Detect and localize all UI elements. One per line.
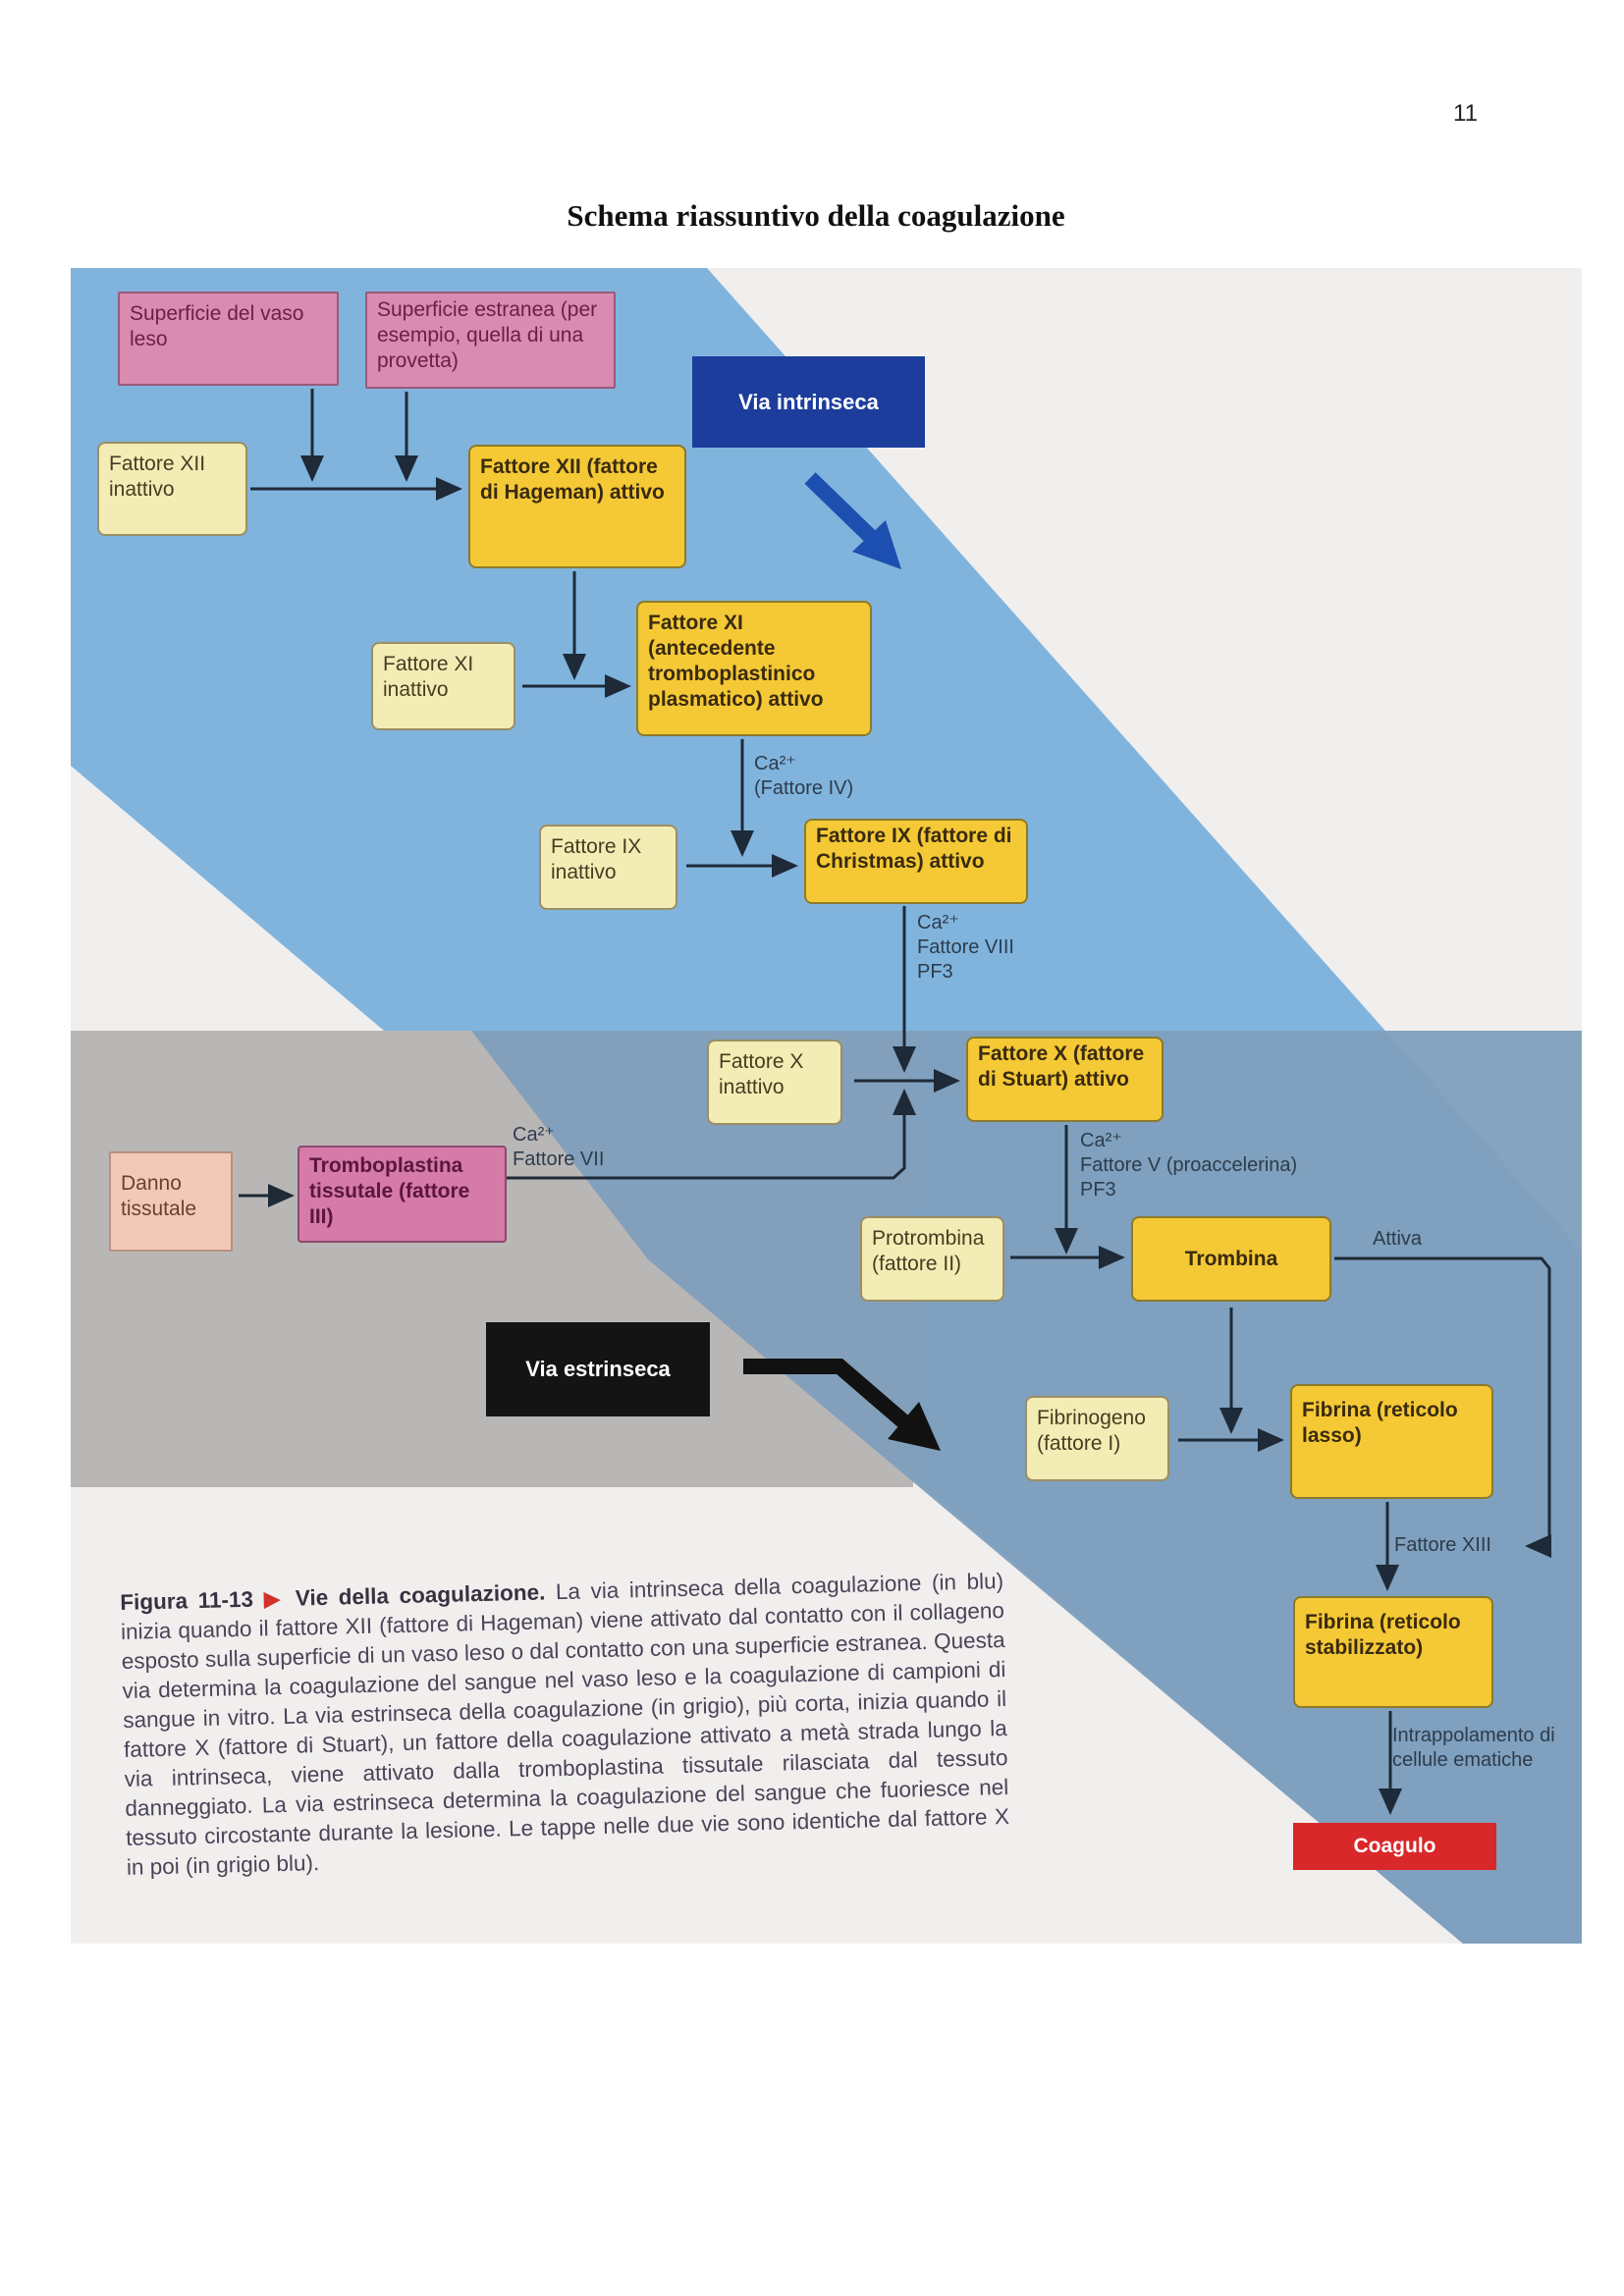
factor13-label: Fattore XIII [1394, 1534, 1491, 1556]
cofactor-line: Ca²⁺ [754, 753, 796, 774]
f11-inactive-box: Fattore XI inattivo [371, 642, 515, 730]
surface-vessel-box: Superficie del vaso leso [118, 292, 339, 386]
cofactor-line: Ca²⁺ [917, 912, 959, 934]
f12-active-box: Fattore XII (fattore di Hageman) attivo [468, 445, 686, 568]
cofactor-line: Fattore VIII [917, 936, 1014, 958]
extrinsic-direction-arrow [743, 1359, 941, 1451]
fibrin-stable-box: Fibrina (reticolo stabilizzato) [1293, 1596, 1493, 1708]
f10-inactive-box: Fattore X inattivo [707, 1040, 842, 1125]
caption-heading: Vie della coagulazione. [295, 1579, 546, 1611]
cofactor-extrinsic: Ca²⁺ Fattore VII [513, 1123, 604, 1172]
tissue-thromboplastin-box: Tromboplastina tissutale (fattore III) [298, 1146, 507, 1243]
cofactor-10-thrombin: Ca²⁺ Fattore V (proaccelerina) PF3 [1080, 1129, 1297, 1202]
cofactor-line: Fattore V (proaccelerina) [1080, 1154, 1298, 1176]
f9-inactive-box: Fattore IX inattivo [539, 825, 677, 910]
f12-inactive-box: Fattore XII inattivo [97, 442, 247, 536]
f11-active-box: Fattore XI (antecedente tromboplastinico… [636, 601, 872, 736]
page-title: Schema riassuntivo della coagulazione [567, 198, 1065, 233]
extrinsic-pathway-label: Via estrinseca [486, 1322, 710, 1416]
tissue-damage-box: Danno tissutale [109, 1151, 233, 1252]
triangle-icon: ▶ [263, 1585, 286, 1612]
f9-active-box: Fattore IX (fattore di Christmas) attivo [804, 819, 1028, 904]
activates-label: Attiva [1373, 1228, 1423, 1250]
clot-box: Coagulo [1293, 1823, 1496, 1870]
cofactor-9-10: Ca²⁺ Fattore VIII PF3 [917, 911, 1014, 985]
thrombin-box: Trombina [1131, 1216, 1331, 1302]
figure-caption: Figura 11-13 ▶ Vie della coagulazione. L… [120, 1567, 1010, 1883]
cofactor-11-9: Ca²⁺ (Fattore IV) [754, 752, 853, 801]
cofactor-line: Fattore VII [513, 1148, 605, 1170]
intrinsic-pathway-label: Via intrinseca [692, 356, 925, 448]
page-number: 11 [1453, 100, 1478, 127]
fibrin-loose-box: Fibrina (reticolo lasso) [1290, 1384, 1493, 1499]
f10-active-box: Fattore X (fattore di Stuart) attivo [966, 1037, 1164, 1122]
cofactor-line: PF3 [917, 961, 953, 983]
fibrinogen-box: Fibrinogeno (fattore I) [1025, 1396, 1169, 1481]
trapping-label: Intrappolamento di cellule ematiche [1392, 1725, 1555, 1771]
surface-foreign-box: Superficie estranea (per esempio, quella… [365, 292, 616, 389]
cofactor-line: (Fattore IV) [754, 777, 854, 799]
cofactor-line: Ca²⁺ [513, 1124, 555, 1146]
figure-number: Figura 11-13 [120, 1586, 254, 1615]
prothrombin-box: Protrombina (fattore II) [860, 1216, 1004, 1302]
cofactor-line: Ca²⁺ [1080, 1130, 1122, 1151]
cofactor-line: PF3 [1080, 1179, 1116, 1201]
caption-text: La via intrinseca della coagulazione (in… [120, 1569, 1010, 1880]
intrinsic-direction-arrow [804, 472, 901, 569]
